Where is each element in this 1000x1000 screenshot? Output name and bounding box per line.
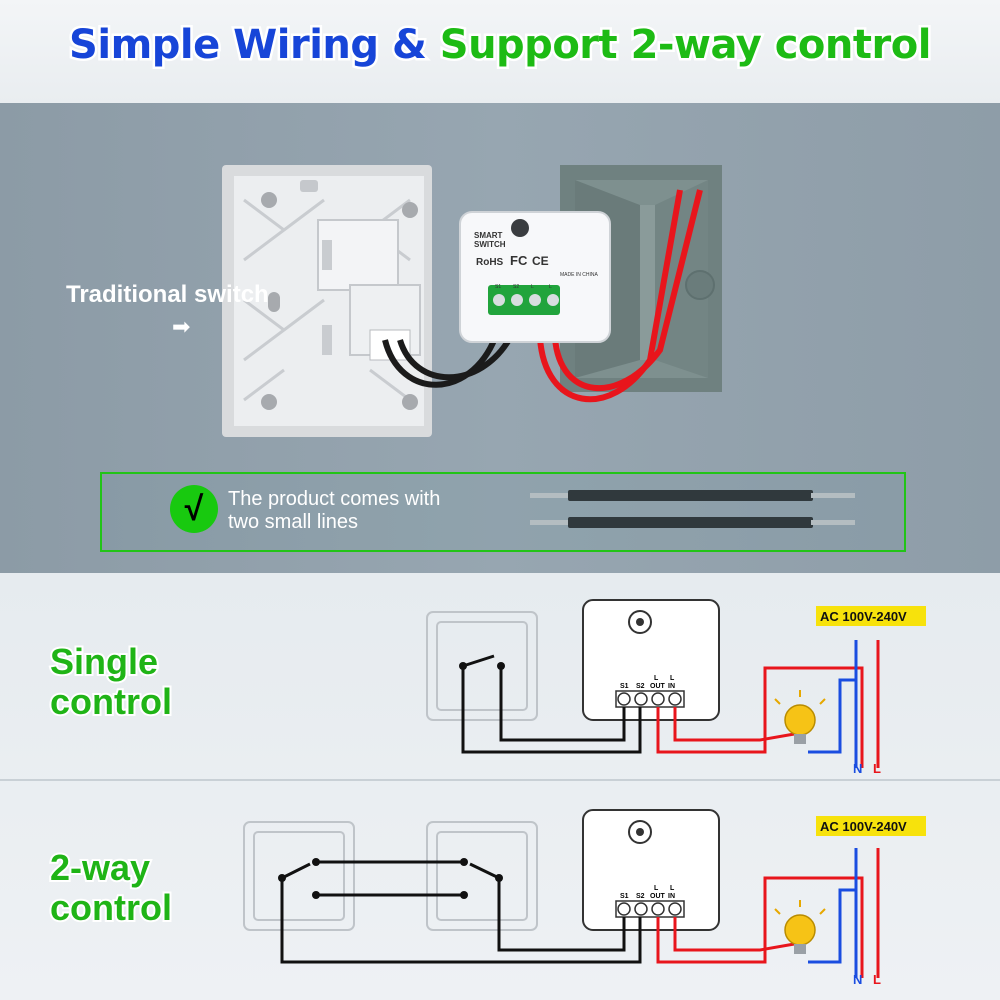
single-ac-label: AC 100V-240V xyxy=(820,609,907,624)
module-made-in: MADE IN CHINA xyxy=(560,272,598,278)
arrow-right-icon: ➡ xyxy=(172,314,191,339)
two-way-switch-contacts xyxy=(278,858,503,899)
two-way-top-l2: L xyxy=(670,885,675,892)
included-lines-text-2: two small lines xyxy=(228,511,359,533)
module-brand-line2: SWITCH xyxy=(474,240,506,249)
header-banner xyxy=(0,0,1000,103)
single-terminal-in: IN xyxy=(668,683,675,690)
two-way-neutral-label: N xyxy=(853,972,862,987)
module-cert-fc: FC xyxy=(510,253,528,268)
checkmark-icon: √ xyxy=(170,485,218,533)
single-live-label: L xyxy=(873,761,881,776)
module-terminal-l2: L xyxy=(549,284,552,290)
single-module-box xyxy=(582,599,720,721)
two-way-terminal-in: IN xyxy=(668,893,675,900)
two-way-ac-label: AC 100V-240V xyxy=(820,819,907,834)
single-terminal-s2: S2 xyxy=(636,683,645,690)
traditional-switch-label: Traditional switch xyxy=(66,281,269,309)
two-way-switch-plate-2 xyxy=(426,821,538,931)
module-cert-ce: CE xyxy=(532,254,549,268)
single-switch-plate xyxy=(426,611,538,721)
section-divider xyxy=(0,779,1000,781)
single-top-l1: L xyxy=(654,675,659,682)
single-terminal-s1: S1 xyxy=(620,683,629,690)
two-way-terminal-block xyxy=(615,900,685,918)
single-terminal-out: OUT xyxy=(650,683,666,690)
module-terminal-l1: L xyxy=(531,284,534,290)
two-way-control-label: 2-way control xyxy=(48,846,174,930)
module-terminal-s2: S2 xyxy=(513,284,519,290)
module-terminal-s1: S1 xyxy=(495,284,501,290)
smart-switch-module: SMART SWITCH RoHS FC CE MADE IN CHINA S1… xyxy=(459,211,611,343)
title-part-2: Support 2-way control xyxy=(437,20,934,71)
two-way-module-box xyxy=(582,809,720,931)
single-top-l2: L xyxy=(670,675,675,682)
module-brand-line1: SMART xyxy=(474,231,503,240)
two-way-switch-plate-1 xyxy=(243,821,355,931)
two-way-terminal-s2: S2 xyxy=(636,893,645,900)
two-way-terminal-s1: S1 xyxy=(620,893,629,900)
two-way-live-label: L xyxy=(873,972,881,987)
title-part-1: Simple Wiring & xyxy=(67,20,440,71)
two-way-ac-badge xyxy=(816,816,926,836)
two-way-light-bulb-icon xyxy=(774,900,826,954)
single-terminal-block xyxy=(615,690,685,708)
traditional-switch-back xyxy=(222,165,432,437)
single-neutral-label: N xyxy=(853,761,862,776)
module-cert-rohs: RoHS xyxy=(476,257,504,268)
two-way-terminal-out: OUT xyxy=(650,893,666,900)
page-title: Simple Wiring & Support 2-way control xyxy=(0,20,1000,71)
single-ac-badge xyxy=(816,606,926,626)
single-light-bulb-icon xyxy=(774,690,826,744)
traditional-switch-label-text: Traditional switch xyxy=(66,281,269,308)
included-lines-text-1: The product comes with xyxy=(228,488,441,510)
included-lines-text: The product comes with two small lines xyxy=(228,488,440,534)
accessory-wires xyxy=(530,490,855,528)
single-control-label: Single control xyxy=(48,640,174,724)
two-way-top-l1: L xyxy=(654,885,659,892)
included-lines-box xyxy=(100,472,906,552)
